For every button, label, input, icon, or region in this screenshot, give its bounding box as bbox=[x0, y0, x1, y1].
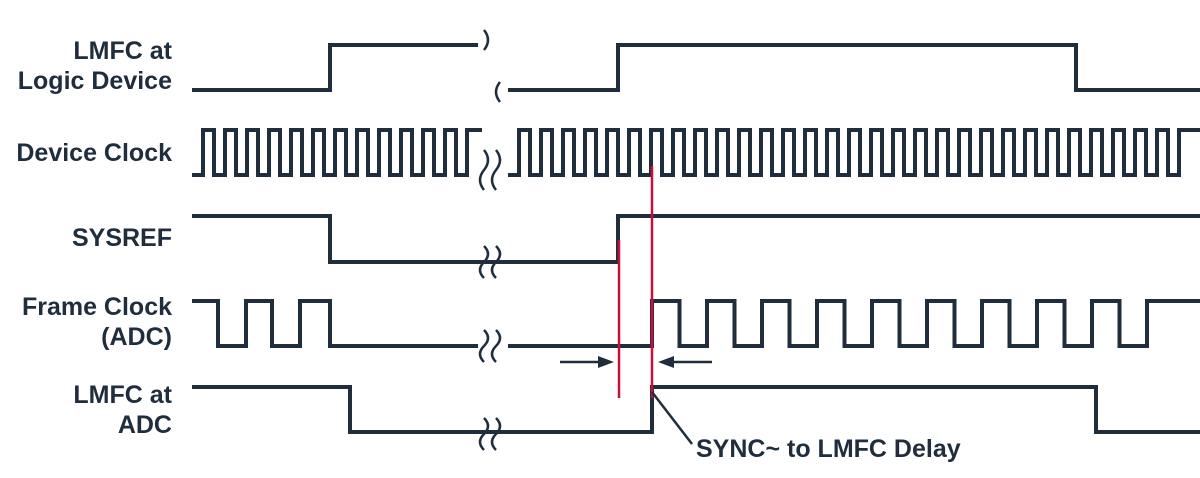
lmfc-logic-segment-left bbox=[192, 43, 478, 92]
label-line: LMFC at bbox=[73, 381, 172, 409]
label-line: Device Clock bbox=[16, 139, 172, 167]
label-line: (ADC) bbox=[101, 323, 172, 351]
annotation-leader-line bbox=[651, 391, 693, 445]
break-mark bbox=[478, 245, 502, 279]
label-line: LMFC at bbox=[73, 37, 172, 65]
label-lmfc-adc: LMFC at ADC bbox=[73, 380, 172, 440]
label-line: Frame Clock bbox=[21, 293, 172, 321]
label-line: SYSREF bbox=[71, 224, 172, 252]
label-device-clock: Device Clock bbox=[16, 138, 172, 168]
sync-delay-annotation: SYNC~ to LMFC Delay bbox=[696, 435, 961, 463]
label-sysref: SYSREF bbox=[72, 223, 172, 253]
break-mark bbox=[478, 149, 502, 191]
label-frame-clock: Frame Clock (ADC) bbox=[22, 292, 172, 352]
lmfc-logic-segment-right bbox=[508, 43, 1200, 92]
right-delay-arrow bbox=[658, 356, 712, 368]
lmfc-adc-trace bbox=[192, 385, 1200, 434]
waveform-frame-clock bbox=[192, 299, 1200, 363]
label-line: ADC bbox=[117, 411, 172, 439]
break-mark bbox=[478, 417, 502, 451]
device-clock-segment-right bbox=[508, 128, 1200, 177]
frame-clock-segment-right bbox=[508, 299, 1200, 348]
break-mark bbox=[482, 29, 502, 103]
label-line: Logic Device bbox=[17, 67, 172, 95]
waveform-device-clock bbox=[192, 128, 1200, 191]
waveform-sysref bbox=[192, 214, 1200, 279]
waveform-lmfc-logic-device bbox=[192, 29, 1200, 103]
device-clock-segment-left bbox=[192, 128, 482, 177]
waveform-lmfc-adc bbox=[192, 385, 1200, 451]
label-lmfc-logic-device: LMFC at Logic Device bbox=[18, 36, 172, 96]
sysref-trace bbox=[192, 214, 1200, 264]
left-delay-arrow bbox=[560, 356, 614, 368]
break-mark bbox=[478, 329, 502, 363]
frame-clock-segment-left bbox=[192, 299, 478, 348]
